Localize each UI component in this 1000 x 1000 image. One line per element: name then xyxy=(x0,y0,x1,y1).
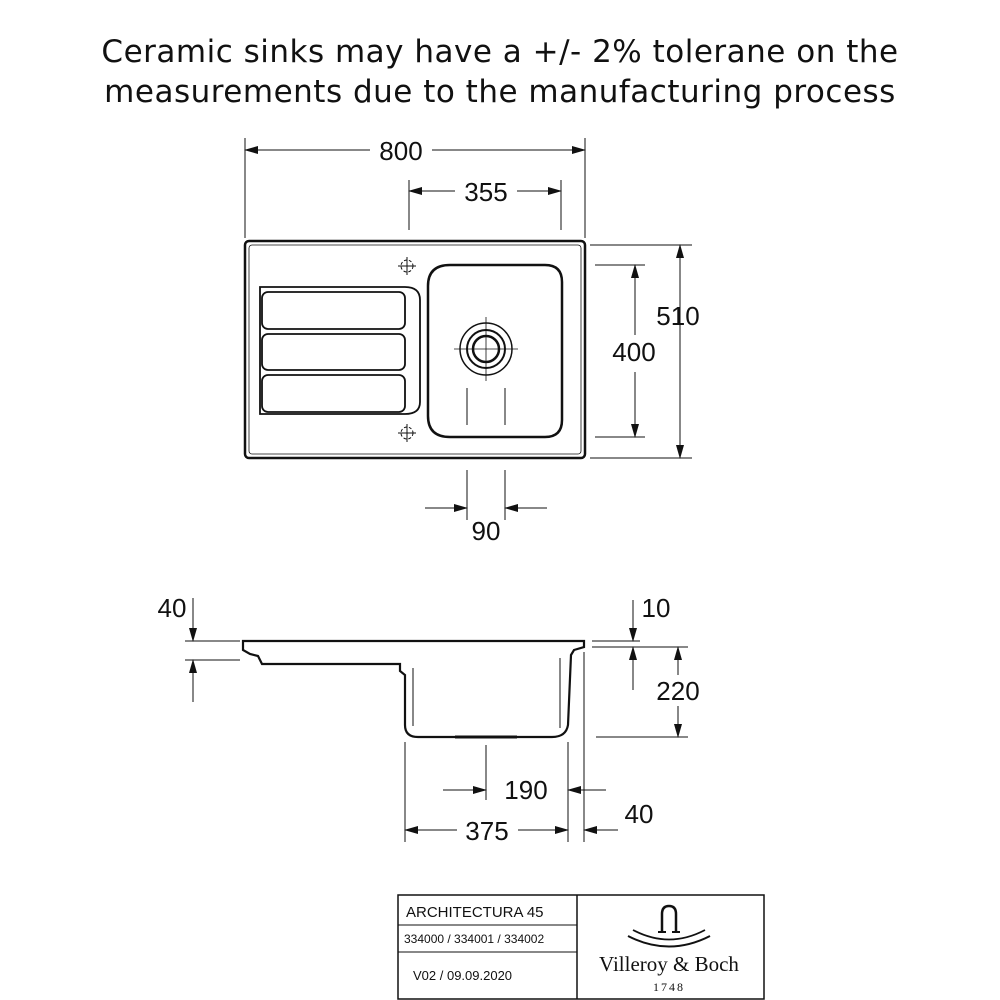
dim-bowl-height-label: 220 xyxy=(656,676,699,706)
dim-bowl-offset-label: 355 xyxy=(464,177,507,207)
drawing-version: V02 / 09.09.2020 xyxy=(413,968,512,983)
tolerance-note: Ceramic sinks may have a +/- 2% tolerane… xyxy=(0,32,1000,112)
sink-outline xyxy=(243,239,587,460)
tolerance-note-line-1: Ceramic sinks may have a +/- 2% tolerane… xyxy=(101,34,899,70)
tap-hole-marker-bottom xyxy=(398,424,416,442)
dim-edge-offset-label: 40 xyxy=(625,799,654,829)
dim-rim-height-label: 40 xyxy=(158,593,187,623)
dim-depth-label: 510 xyxy=(656,301,699,331)
tap-hole-marker-top xyxy=(398,257,416,275)
brand-name: Villeroy & Boch xyxy=(599,952,739,976)
sink-section xyxy=(241,639,586,739)
title-block: ARCHITECTURA 45 334000 / 334001 / 334002… xyxy=(397,894,765,1000)
drainer-outline xyxy=(259,286,421,415)
dim-bowl-depth-label: 400 xyxy=(612,337,655,367)
top-view xyxy=(243,239,587,460)
drainer-groove-3 xyxy=(261,374,406,413)
waste-outlet xyxy=(454,317,518,381)
dim-bowl-width-label: 375 xyxy=(465,816,508,846)
dim-rim-thickness-label: 10 xyxy=(642,593,671,623)
product-name: ARCHITECTURA 45 xyxy=(406,904,544,921)
dim-width-label: 800 xyxy=(379,136,422,166)
bowl-outline xyxy=(426,263,564,439)
brand-logo xyxy=(627,904,711,948)
tolerance-note-line-2: measurements due to the manufacturing pr… xyxy=(104,74,896,110)
dim-waste-offset-label: 190 xyxy=(504,775,547,805)
drainer-groove-2 xyxy=(261,333,406,371)
brand-founded: 1748 xyxy=(653,980,685,994)
product-codes: 334000 / 334001 / 334002 xyxy=(404,932,544,946)
dim-waste-spacing-label: 90 xyxy=(472,516,501,546)
side-view xyxy=(241,639,586,739)
drainer-groove-1 xyxy=(261,291,406,330)
